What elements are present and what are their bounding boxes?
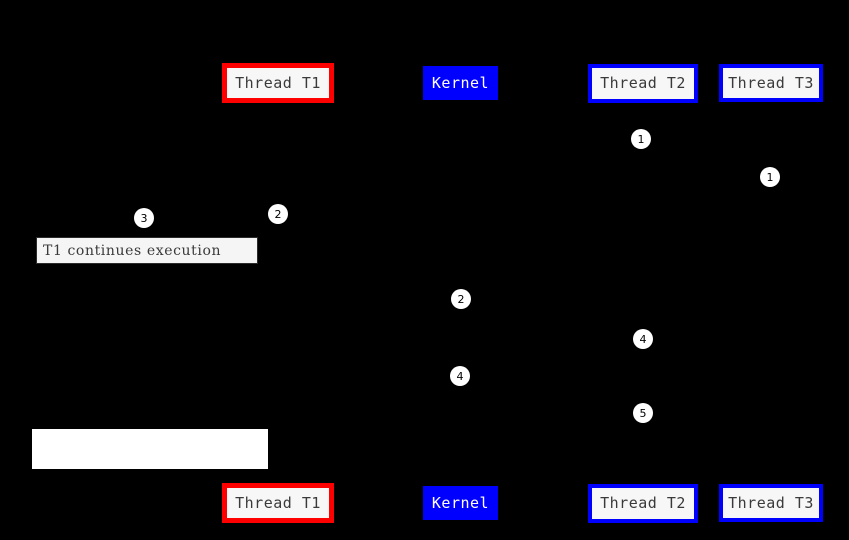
lifeline-top-thread-t2[interactable]: Thread T2 [588,64,698,103]
lifeline-top-kernel[interactable]: Kernel [423,66,498,100]
lifeline-top-thread-t3[interactable]: Thread T3 [719,64,823,102]
step-marker-kernel-4: 4 [450,366,470,386]
lifeline-top-thread-t2-label: Thread T2 [600,74,686,92]
lifeline-top-thread-t3-label: Thread T3 [728,73,814,92]
lifeline-bottom-thread-t3-label: Thread T3 [728,493,814,512]
lifeline-top-thread-t1-label: Thread T1 [235,73,321,92]
lifeline-bottom-kernel[interactable]: Kernel [423,486,498,520]
blank-note-box [32,429,268,469]
step-marker-kernel-2: 2 [451,289,471,309]
note-box: T1 continues execution [36,237,258,264]
lifeline-bottom-thread-t1[interactable]: Thread T1 [222,483,334,523]
lifeline-thread-t2 [643,103,644,484]
lifeline-thread-t1 [278,103,279,483]
lifeline-bottom-kernel-label: Kernel [431,493,490,512]
step-marker-thread-t3-1: 1 [760,167,780,187]
lifeline-bottom-thread-t1-label: Thread T1 [235,493,321,512]
step-marker-thread-t1-2: 2 [268,204,288,224]
lifeline-top-kernel-label: Kernel [431,73,490,92]
lifeline-top-thread-t1[interactable]: Thread T1 [222,63,334,103]
lifeline-thread-t3 [771,102,772,484]
step-marker-thread-t2-5: 5 [633,403,653,423]
step-marker-thread-t2-4: 4 [633,329,653,349]
step-marker-thread-t1-3: 3 [134,208,154,228]
lifeline-bottom-thread-t3[interactable]: Thread T3 [719,484,823,522]
lifeline-bottom-thread-t2-label: Thread T2 [600,494,686,512]
lifeline-bottom-thread-t2[interactable]: Thread T2 [588,484,698,523]
step-marker-thread-t2-1: 1 [631,129,651,149]
